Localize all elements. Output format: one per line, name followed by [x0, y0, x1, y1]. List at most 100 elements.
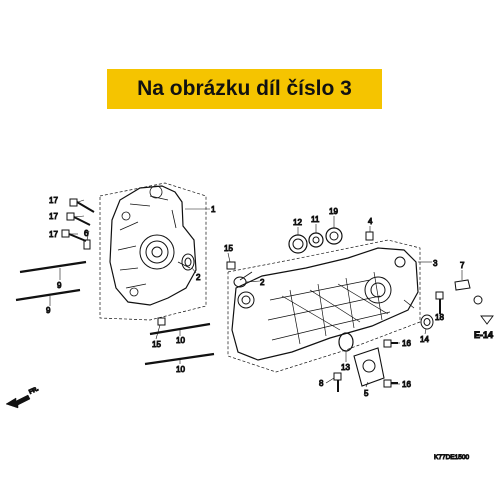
callout-4: 4: [368, 217, 373, 226]
group-frame-1: [99, 182, 207, 321]
bolt-head: [66, 212, 75, 221]
callout-15-lower: 15: [152, 340, 161, 349]
dowel-body: [365, 231, 374, 241]
crankcase-mount-boss: [121, 185, 163, 297]
bearing-12[interactable]: [288, 234, 308, 254]
callout-12: 12: [293, 218, 302, 227]
crank-boss-inner: [241, 295, 251, 305]
reference-arrow: [480, 315, 494, 325]
bolt-head: [333, 372, 342, 381]
bolt-shank: [68, 233, 87, 242]
reference-e14[interactable]: [480, 315, 494, 325]
bolt-8[interactable]: [333, 372, 342, 392]
title-text: Na obrázku díl číslo 3: [137, 77, 352, 100]
breather-bracket-7[interactable]: [454, 279, 483, 305]
seal-body: [338, 332, 354, 352]
seal-inner: [312, 236, 320, 244]
callout-15-upper: 15: [224, 244, 233, 253]
seal-11[interactable]: [308, 232, 324, 248]
callout-16-upper: 16: [402, 339, 411, 348]
bearing-outer: [288, 234, 308, 254]
callout-19: 19: [329, 207, 338, 216]
dowel-body: [157, 317, 166, 326]
callout-2-right: 2: [260, 278, 265, 287]
bolt-head: [383, 379, 392, 388]
bolt-17-lower[interactable]: [61, 229, 87, 242]
bracket-ring: [473, 295, 483, 305]
bolt-shank: [73, 216, 91, 226]
bolt-17-middle[interactable]: [66, 212, 91, 226]
stud-shank: [15, 288, 81, 302]
stud-bolt-10-lower[interactable]: [144, 352, 215, 366]
crank-boss: [237, 291, 255, 309]
callout-10-upper: 10: [176, 336, 185, 345]
bolt-shank: [76, 201, 95, 213]
leader-lines: [49, 199, 463, 388]
callout-5: 5: [364, 389, 369, 398]
dowel-pin-4[interactable]: [365, 231, 374, 241]
cover-body: [353, 347, 385, 387]
front-direction-indicator: FR.: [5, 386, 40, 409]
callout-18: 18: [435, 313, 444, 322]
callout-17-lower: 17: [49, 230, 58, 239]
callout-9-upper: 9: [57, 281, 62, 290]
right-crankcase[interactable]: [227, 239, 421, 373]
bolt-17-upper[interactable]: [69, 198, 95, 213]
callout-16-lower: 16: [402, 380, 411, 389]
cover-hole: [362, 359, 376, 373]
callout-9-lower: 9: [46, 306, 51, 315]
bolt-head: [61, 229, 70, 238]
bolt-16-upper[interactable]: [383, 339, 398, 348]
bolt-18[interactable]: [435, 291, 444, 314]
bearing-bore: [139, 234, 175, 270]
bolt-16-lower[interactable]: [383, 379, 398, 388]
bearing-inner: [292, 238, 304, 250]
crankcase-ribs: [117, 195, 191, 289]
callout-13: 13: [341, 363, 350, 372]
callout-8: 8: [319, 379, 324, 388]
seal-13[interactable]: [338, 332, 354, 352]
oil-seal-left: [181, 253, 195, 271]
callout-1: 1: [211, 205, 216, 214]
drive-boss: [364, 276, 392, 304]
left-crankcase[interactable]: [99, 182, 207, 321]
dowel-body: [226, 261, 236, 270]
bearing-19[interactable]: [325, 227, 343, 245]
bearing-bore-center: [151, 246, 163, 258]
bracket-body: [454, 279, 471, 291]
drive-boss-inner: [370, 282, 386, 298]
bearing-outer: [325, 227, 343, 245]
oil-seal-14[interactable]: [420, 314, 434, 330]
dowel-pin-15-upper[interactable]: [226, 261, 236, 270]
callout-2-left: 2: [196, 273, 201, 282]
callout-17-middle: 17: [49, 212, 58, 221]
stud-shank: [149, 322, 211, 336]
seal-outer: [308, 232, 324, 248]
mount-boss: [394, 256, 406, 268]
callout-17-upper: 17: [49, 196, 58, 205]
seal-body: [420, 314, 434, 330]
callout-14: 14: [420, 335, 429, 344]
dowel-pin-15-lower[interactable]: [157, 317, 166, 326]
front-label: FR.: [28, 386, 40, 396]
group-frame-3: [227, 239, 421, 373]
front-arrow-icon: [5, 394, 31, 409]
left-crankcase-body: [109, 185, 197, 306]
callout-7: 7: [460, 261, 465, 270]
case-lattice: [267, 271, 391, 345]
callout-3: 3: [433, 259, 438, 268]
bearing-inner: [329, 231, 339, 241]
seal-inner: [423, 318, 431, 326]
cover-plate-5[interactable]: [353, 347, 385, 387]
stud-bolt-10-upper[interactable]: [149, 322, 211, 336]
right-crankcase-body: [231, 247, 419, 361]
reference-e14-label[interactable]: E-14: [474, 330, 494, 341]
callout-11: 11: [311, 215, 320, 224]
stud-shank: [144, 352, 215, 366]
bolt-head: [435, 291, 444, 300]
stud-bolt-9-lower[interactable]: [15, 288, 81, 302]
bolt-head: [383, 339, 392, 348]
stud-bolt-9-upper[interactable]: [19, 260, 87, 274]
stud-shank: [19, 260, 87, 274]
